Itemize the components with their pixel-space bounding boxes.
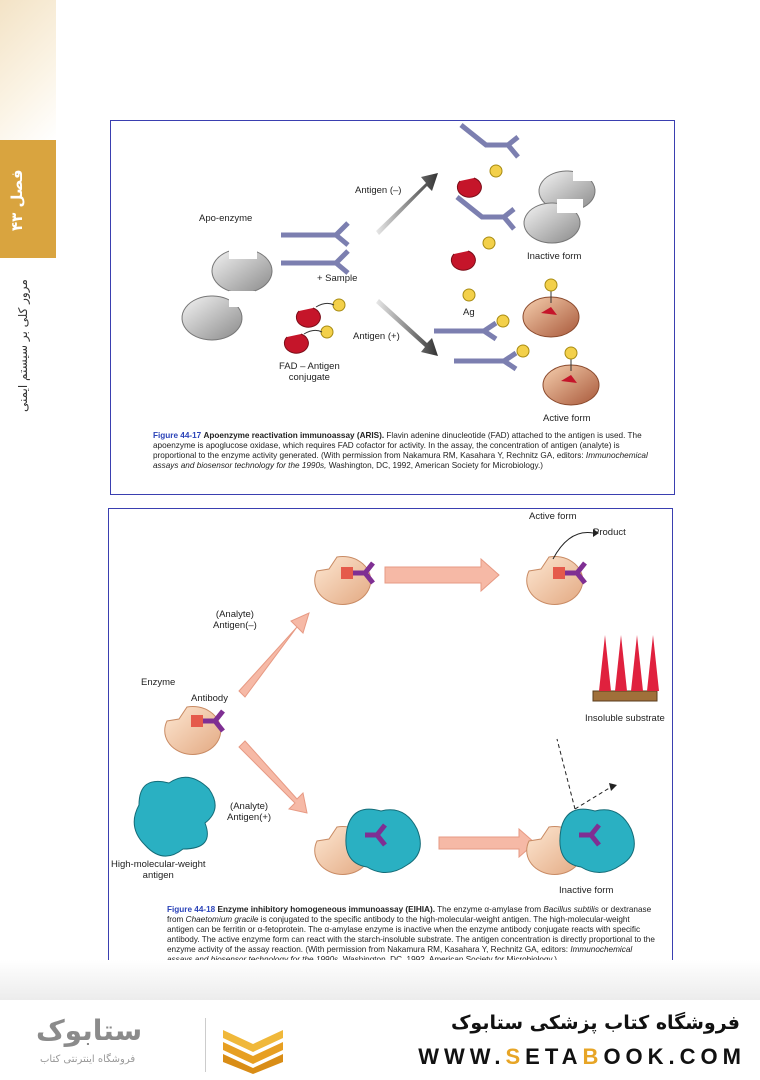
caption-title: Apoenzyme reactivation immunoassay (ARIS… <box>203 431 385 440</box>
figure-44-17: Apo-enzyme Antigen (–) + Sample Inactive… <box>110 120 675 495</box>
analyte-plus-label-line1: (Analyte) <box>230 801 269 812</box>
book-logo-icon <box>223 1030 283 1074</box>
footer-shade <box>0 960 760 1000</box>
chapter-tab <box>0 140 56 258</box>
caption-text: or dextranase from <box>167 905 652 924</box>
figure-44-18-illustration <box>133 529 659 875</box>
sidebar-decoration <box>0 0 56 140</box>
caption-tail: Washington, DC, 1992, American Society f… <box>340 955 557 964</box>
antigen-icon <box>462 288 476 302</box>
analyte-minus-label-line2: Antigen(–) <box>213 620 257 631</box>
reaction-arrow-down <box>376 299 438 356</box>
active-form-label: Active form <box>543 413 591 424</box>
sample-label: + Sample <box>317 273 358 284</box>
caption-text: is conjugated to the specific antibody t… <box>167 915 655 954</box>
footer <box>0 1000 760 1080</box>
antigen-plus-label: Antigen (+) <box>353 331 400 342</box>
caption-species: Chaetomium gracile <box>185 915 259 924</box>
antibody-conjugate-complex-icon <box>455 123 520 231</box>
reaction-arrow-down <box>238 740 308 814</box>
figure-44-18-caption: Figure 44-18 Enzyme inhibitory homogeneo… <box>167 905 657 965</box>
figure-44-17-caption: Figure 44-17 Apoenzyme reactivation immu… <box>153 431 663 471</box>
antigen-minus-label: Antigen (–) <box>355 185 402 196</box>
analyte-minus-label-line1: (Analyte) <box>215 609 254 620</box>
brand-tagline: فروشگاه اینترنتی کتاب <box>40 1054 136 1065</box>
chapter-number: فصل ۴۳ <box>8 169 26 231</box>
insoluble-substrate-label: Insoluble substrate <box>585 713 665 724</box>
caption-number: Figure 44-18 <box>167 905 216 914</box>
url-prefix: WWW. <box>418 1044 506 1069</box>
caption-title: Enzyme inhibitory homogeneous immunoassa… <box>217 905 435 914</box>
antibody-icon <box>281 221 350 275</box>
caption-book-title: Immunochemical assays and biosensor tech… <box>167 945 633 964</box>
brand-logo[interactable]: ستابوک <box>36 1014 143 1047</box>
analyte-plus-label: (Analyte) Antigen(+) <box>227 801 271 823</box>
high-molecular-weight-antigen-icon <box>133 776 216 857</box>
reaction-arrow-right <box>384 557 500 593</box>
caption-text: The enzyme α-amylase from <box>434 905 544 914</box>
active-enzyme-icon <box>526 529 599 605</box>
insoluble-substrate-icon <box>592 635 659 702</box>
antibody-label: Antibody <box>191 693 228 704</box>
logo-divider <box>205 1018 206 1072</box>
inactive-form-label: Inactive form <box>559 885 614 896</box>
figure-44-17-illustration <box>181 123 600 406</box>
active-form-label: Active form <box>529 511 577 522</box>
enzyme-label: Enzyme <box>141 677 176 688</box>
active-enzyme-icon <box>522 278 600 406</box>
reaction-arrow-up <box>376 173 438 235</box>
fad-antigen-conjugate-icon <box>450 164 503 271</box>
hmw-antigen-label-line2: antigen <box>142 870 174 881</box>
caption-species: Bacillus subtilis <box>543 905 599 914</box>
apo-enzyme-label: Apo-enzyme <box>199 213 253 224</box>
chapter-title: مرور کلی بر سیستم ایمنی <box>16 279 30 412</box>
product-label: Product <box>593 527 626 538</box>
figure-44-18: Active form Product (Analyte) Antigen(–)… <box>108 508 673 992</box>
fad-antigen-conjugate-icon <box>283 298 346 354</box>
fad-conjugate-label-line1: FAD – Antigen <box>279 361 340 372</box>
inhibited-enzyme-complex-icon <box>314 808 421 875</box>
analyte-minus-label: (Analyte) Antigen(–) <box>213 609 257 631</box>
caption-number: Figure 44-17 <box>153 431 202 440</box>
caption-tail: Washington, DC, 1992, American Society f… <box>326 461 544 470</box>
reaction-arrow-up <box>238 612 310 698</box>
fad-conjugate-label-line2: conjugate <box>288 372 330 383</box>
hmw-antigen-label-line1: High-molecular-weight <box>111 859 206 870</box>
store-url[interactable]: WWW.SETABOOK.COM <box>418 1044 746 1070</box>
url-highlight-s: S <box>505 1044 526 1069</box>
analyte-plus-label-line2: Antigen(+) <box>227 812 272 823</box>
fad-conjugate-label: FAD – Antigen conjugate <box>279 361 340 383</box>
url-part: ETA <box>525 1044 583 1069</box>
reaction-arrow-right <box>438 827 536 859</box>
url-highlight-b: B <box>582 1044 604 1069</box>
inactive-enzyme-icon <box>523 167 599 244</box>
antibody-antigen-complex-icon <box>434 314 530 372</box>
caption-book-title: Immunochemical assays and biosensor tech… <box>153 451 648 470</box>
ag-label: Ag <box>463 307 475 318</box>
hmw-antigen-label: High-molecular-weight antigen <box>111 859 206 881</box>
apo-enzyme-icon <box>181 243 273 341</box>
url-part: OOK.COM <box>603 1044 746 1069</box>
inactive-form-label: Inactive form <box>527 251 582 262</box>
enzyme-antibody-conjugate-icon <box>164 706 225 755</box>
inactive-enzyme-complex-icon <box>526 738 635 875</box>
caption-text: Flavin adenine dinucleotide (FAD) attach… <box>153 431 642 460</box>
enzyme-antibody-conjugate-icon <box>314 556 375 605</box>
store-name: فروشگاه کتاب پزشکی ستابوک <box>450 1012 740 1034</box>
